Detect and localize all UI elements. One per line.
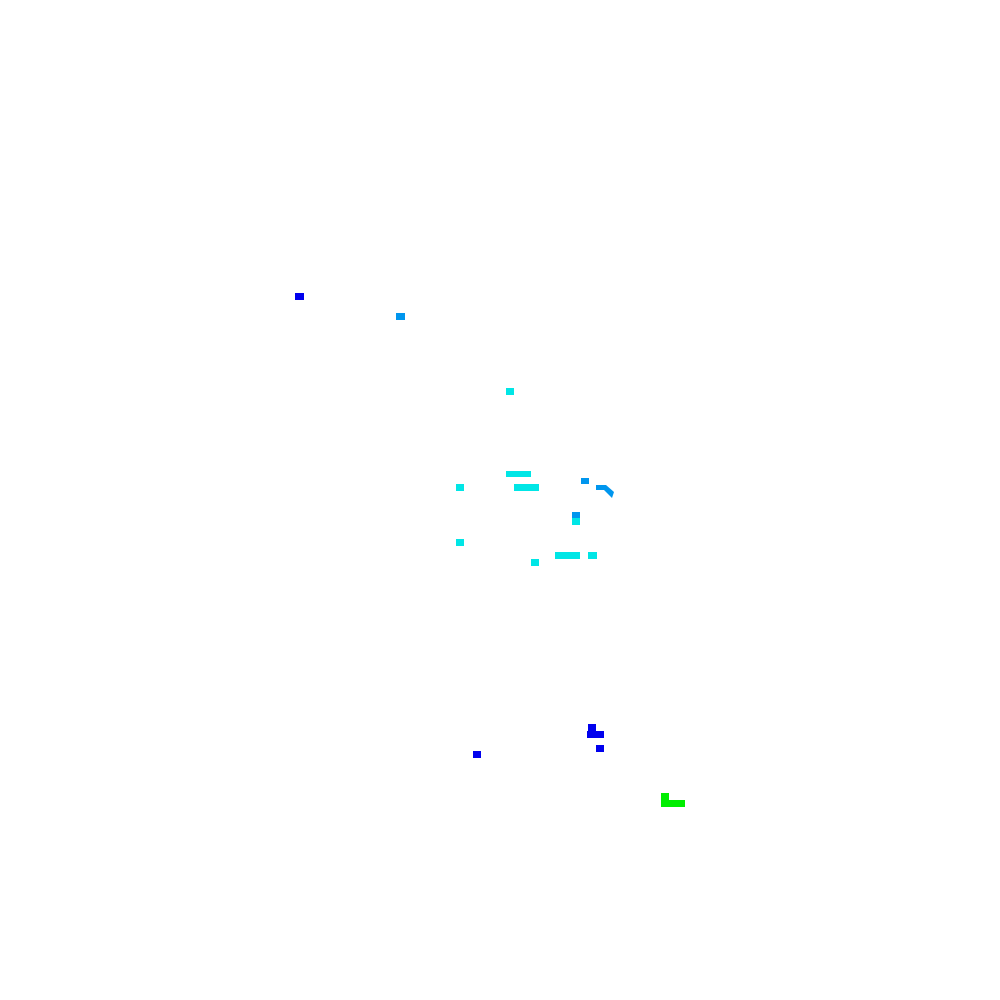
speckle [473,751,481,758]
speckle [588,552,597,559]
speckle [514,484,539,491]
speckle [587,731,604,738]
cyan-speckle-group [456,388,597,566]
speckle [506,471,531,477]
speckle [396,313,405,320]
speckle [581,478,589,484]
speckle [661,793,669,801]
blue-speckle-group [295,293,604,758]
speckle [295,293,304,300]
speckle [555,552,580,559]
speckle [531,559,539,566]
speckle [456,539,464,546]
speckle [506,388,514,395]
green-speckle-group [661,793,685,807]
azure-speckle-group [396,313,614,519]
speckle [572,518,580,525]
speckle [588,724,596,732]
speckle [661,800,685,807]
speckle [456,484,464,491]
speckle [572,512,580,519]
speckle [596,745,604,752]
speckle [596,485,614,498]
